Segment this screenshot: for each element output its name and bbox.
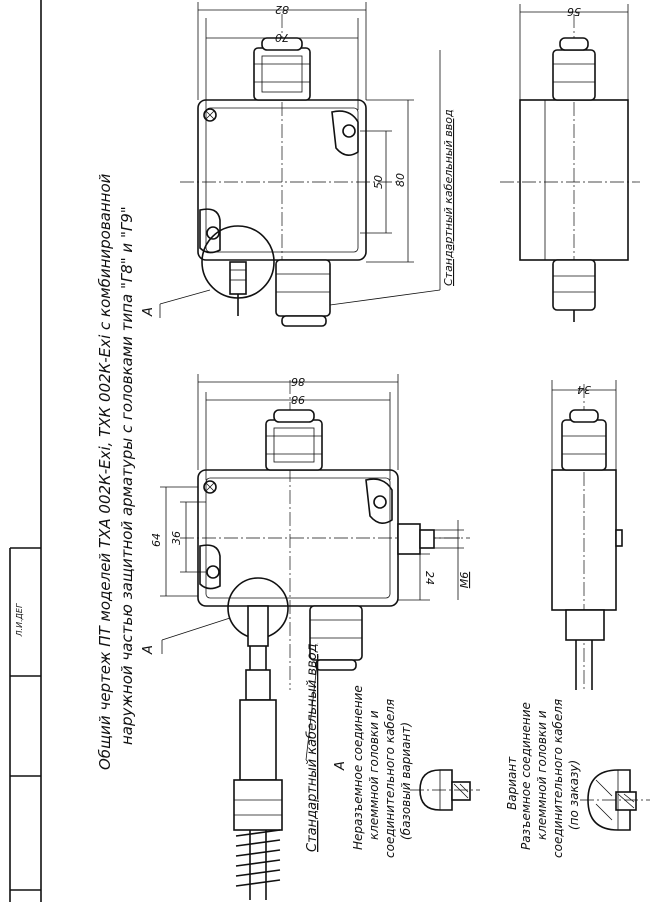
top-head-dimensions: [197, 2, 441, 306]
top-callout-a: A: [141, 307, 156, 317]
top-dim-82: 82: [275, 3, 289, 16]
bottom-dim-36: 36: [170, 531, 183, 545]
detail-b-sketch: [580, 769, 650, 831]
bottom-side-view: [551, 380, 623, 690]
bottom-dim-24: 24: [423, 571, 436, 585]
top-dim-70: 70: [275, 31, 289, 44]
stamp-text: Л.И.ДЕГ: [15, 603, 24, 637]
drawing-title-line1: Общий чертеж ПТ моделей ТХА 002К-Exi, ТХ…: [96, 173, 114, 770]
top-dim-50: 50: [372, 175, 385, 189]
bottom-callout-a: A: [141, 645, 156, 655]
frame-border: [9, 0, 42, 902]
top-head-front-view: [159, 14, 400, 327]
bottom-dim-98: 98: [291, 393, 305, 406]
detail-b-line1: Разъемное соединение: [519, 702, 533, 850]
variant-title: Вариант: [505, 756, 519, 810]
detail-b-line4: (по заказу): [567, 760, 581, 830]
cable-entry-note: Стандартный кабельный ввод: [305, 643, 320, 852]
bottom-dim-86: 86: [291, 375, 305, 388]
bottom-head-front-view: [161, 380, 470, 900]
bottom-side-dim-34: 34: [577, 383, 591, 396]
top-side-view: [500, 4, 640, 322]
bottom-head-dimensions: [160, 374, 464, 601]
detail-a-line4: (базовый вариант): [399, 722, 413, 840]
detail-a-sketch: [410, 769, 480, 811]
bottom-dim-64: 64: [150, 533, 163, 547]
top-cable-label: Стандартный кабельный ввод: [442, 109, 455, 286]
top-side-dim-56: 56: [567, 5, 581, 18]
detail-a-line3: соединительного кабеля: [383, 699, 397, 858]
drawing-title-line2: наружной частью защитной арматуры с голо…: [118, 206, 136, 745]
detail-b-line2: клеммной головки и: [535, 710, 549, 840]
detail-b-line3: соединительного кабеля: [551, 699, 565, 858]
bottom-dim-m6: M6: [458, 572, 471, 589]
detail-a-title: A: [333, 761, 348, 771]
detail-a-line2: клеммной головки и: [367, 710, 381, 840]
detail-a-line1: Неразъемное соединение: [351, 685, 365, 850]
top-dim-80: 80: [394, 173, 407, 187]
